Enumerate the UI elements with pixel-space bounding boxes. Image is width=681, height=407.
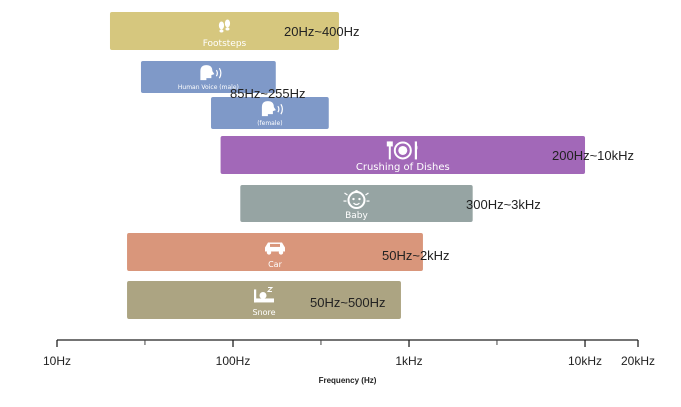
- bar-4: Baby: [240, 185, 473, 222]
- bar-2: (female): [211, 97, 329, 129]
- footsteps-icon: [218, 19, 231, 33]
- bar-rect: [220, 136, 586, 174]
- x-tick-label: 100Hz: [216, 354, 251, 368]
- bar-rect: [127, 233, 423, 271]
- x-axis-title: Frequency (Hz): [319, 376, 377, 385]
- range-label: 50Hz~500Hz: [310, 295, 386, 310]
- bar-5: Car: [127, 233, 423, 271]
- plate-cutlery-icon: [386, 141, 418, 160]
- human-voice-icon: [200, 65, 222, 81]
- bar-6: Snore: [127, 281, 401, 319]
- car-icon: [264, 242, 285, 255]
- bar-label: (female): [257, 120, 282, 127]
- bar-3: Crushing of Dishes: [220, 136, 586, 174]
- range-label: 200Hz~10kHz: [552, 148, 634, 163]
- baby-icon: [343, 189, 370, 210]
- range-label: 20Hz~400Hz: [284, 24, 360, 39]
- range-label: 85Hz~255Hz: [230, 86, 306, 101]
- bar-rect: [109, 12, 339, 50]
- range-label: 300Hz~3kHz: [466, 197, 541, 212]
- bar-1: Human Voice (male): [140, 61, 276, 93]
- bar-label: Car: [268, 260, 282, 269]
- x-tick-label: 10Hz: [43, 354, 71, 368]
- snore-icon: [253, 286, 274, 303]
- range-label: 50Hz~2kHz: [382, 248, 450, 263]
- human-voice-icon: [261, 101, 283, 117]
- x-tick-label: 10kHz: [568, 354, 602, 368]
- bar-label: Snore: [252, 308, 275, 317]
- bar-label: Baby: [345, 211, 368, 221]
- x-tick-label: 1kHz: [395, 354, 422, 368]
- bar-label: Human Voice (male): [178, 84, 239, 91]
- x-tick-label: 20kHz: [621, 354, 655, 368]
- bar-0: Footsteps: [109, 12, 339, 50]
- bar-label: Footsteps: [203, 39, 247, 49]
- bar-label: Crushing of Dishes: [356, 162, 450, 173]
- bar-rect: [240, 185, 473, 222]
